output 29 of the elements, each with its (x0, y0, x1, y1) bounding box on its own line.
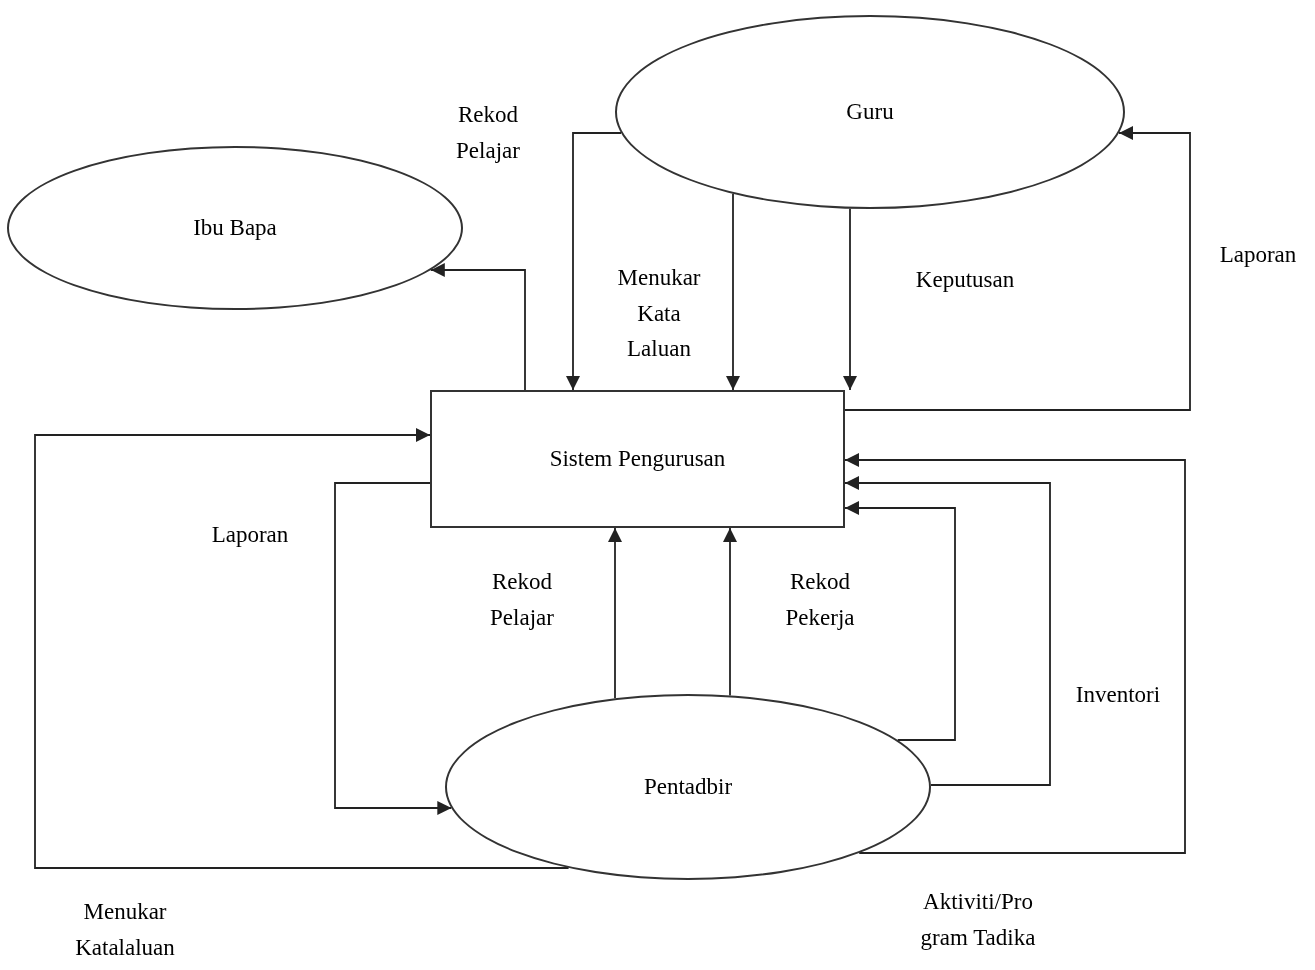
node-label: Guru (846, 97, 894, 126)
edge-label: Laporan (1218, 241, 1298, 270)
edge-label: Menukar Kata Laluan (616, 263, 702, 363)
edge-label: Rekod Pelajar (489, 568, 555, 632)
edge-label: Aktiviti/Pro gram Tadika (919, 888, 1037, 952)
arrow (844, 476, 1051, 786)
node-label: Ibu Bapa (193, 213, 277, 242)
edge-label: Inventori (1074, 681, 1162, 710)
entity-ellipse (615, 15, 1125, 209)
edge-label: Keputusan (914, 266, 1016, 295)
node-label: Sistem Pengurusan (549, 444, 726, 473)
entity-ellipse (445, 694, 931, 880)
edge-label: Menukar Katalaluan (74, 898, 176, 962)
arrow (566, 132, 622, 391)
arrow (34, 428, 570, 869)
edge-label: Rekod Pekerja (784, 568, 856, 632)
arrow (844, 453, 1186, 854)
arrow (429, 263, 526, 391)
arrow (723, 527, 737, 697)
arrow (726, 192, 740, 391)
arrow (844, 126, 1191, 411)
edge-label: Laporan (210, 521, 290, 550)
arrow (844, 501, 956, 741)
arrow (608, 527, 622, 700)
arrow (334, 482, 453, 815)
arrow (843, 207, 857, 391)
node-label: Pentadbir (643, 772, 733, 801)
edge-label: Rekod Pelajar (455, 101, 521, 165)
process-box (430, 390, 845, 528)
